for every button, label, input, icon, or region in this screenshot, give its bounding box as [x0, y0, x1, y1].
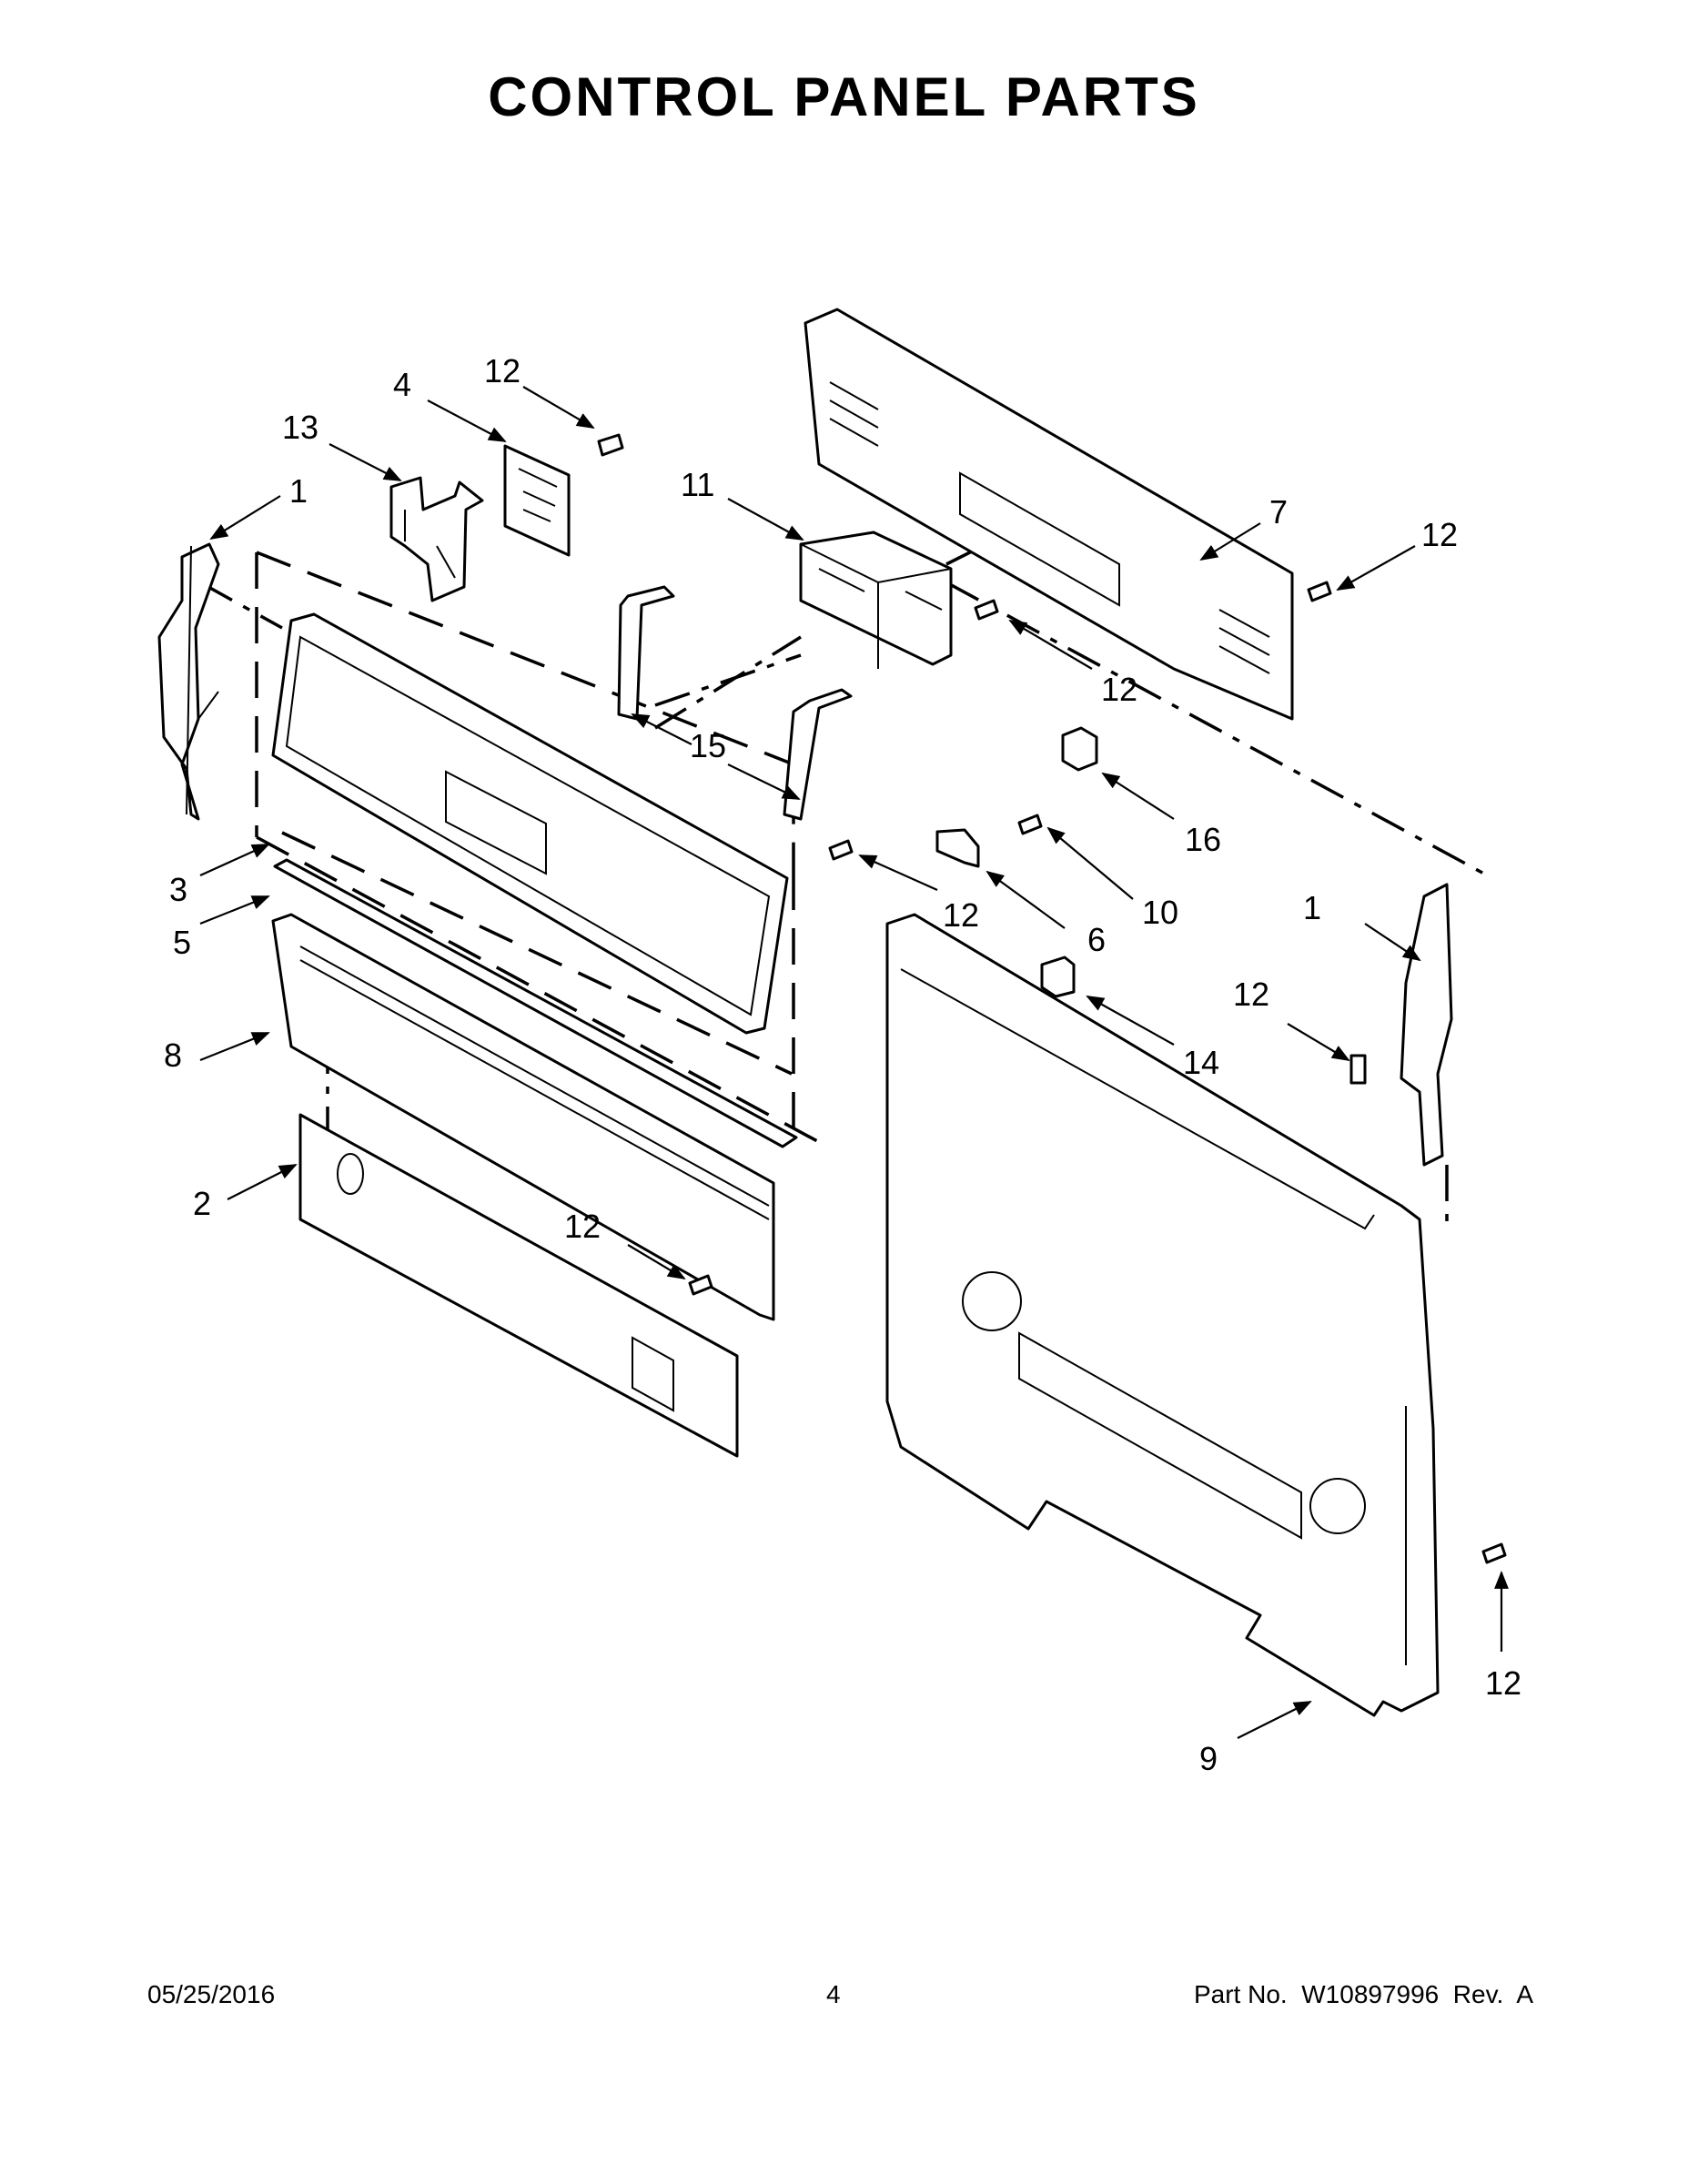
callout-4: 4 [393, 366, 411, 403]
callout-9: 9 [1199, 1740, 1218, 1777]
callout-8: 8 [164, 1036, 182, 1074]
part-14-clip [1040, 956, 1076, 998]
part-4-circuit-board [503, 444, 571, 557]
callout-12-lower: 12 [564, 1208, 601, 1245]
callout-12-bottom-right: 12 [1485, 1664, 1521, 1702]
callout-3: 3 [169, 871, 187, 908]
part-15-end-caps [617, 585, 853, 821]
callout-1-right: 1 [1303, 889, 1321, 926]
page-title: CONTROL PANEL PARTS [488, 66, 1200, 127]
part-7-rear-shield [804, 308, 1294, 721]
callout-15: 15 [690, 727, 726, 764]
callout-13: 13 [282, 409, 318, 446]
callout-2: 2 [193, 1185, 211, 1222]
part-16-switch [1061, 726, 1098, 772]
screws [597, 433, 1507, 1564]
callout-10: 10 [1142, 894, 1178, 931]
callout-12-console: 12 [943, 896, 979, 934]
footer-page-number: 4 [826, 1980, 841, 2008]
part-6-bracket [935, 828, 980, 868]
callout-5: 5 [173, 924, 191, 961]
footer-date: 05/25/2016 [147, 1980, 276, 2008]
part-1-left-side-bracket [157, 542, 220, 821]
footer-part-number: Part No. W10897996 Rev. A [1193, 1980, 1533, 2008]
callout-12-control: 12 [1101, 671, 1137, 708]
callout-labels: 1 13 4 12 11 7 12 12 15 16 12 10 6 1 12 … [164, 352, 1521, 1777]
callout-14: 14 [1183, 1044, 1219, 1081]
part-3-control-console [271, 612, 789, 1035]
part-5-trim-strip [273, 858, 798, 1148]
callout-12-top: 12 [484, 352, 521, 389]
callout-12-right-mid: 12 [1233, 976, 1269, 1013]
part-13-bracket [389, 476, 484, 602]
callout-6: 6 [1087, 921, 1106, 958]
callout-11: 11 [681, 466, 714, 503]
callout-1-left: 1 [289, 472, 308, 510]
assembly-lines [199, 535, 1493, 1228]
part-9-main-panel [885, 913, 1440, 1717]
part-11-electronic-control [799, 531, 953, 669]
part-8-support-channel [271, 913, 775, 1321]
part-1-right-side-bracket [1400, 883, 1453, 1167]
part-2-lower-panel [298, 1113, 739, 1458]
callout-16: 16 [1185, 821, 1221, 858]
callout-arrows [199, 386, 1509, 1739]
callout-12-right-top: 12 [1421, 516, 1458, 553]
callout-7: 7 [1269, 493, 1288, 531]
